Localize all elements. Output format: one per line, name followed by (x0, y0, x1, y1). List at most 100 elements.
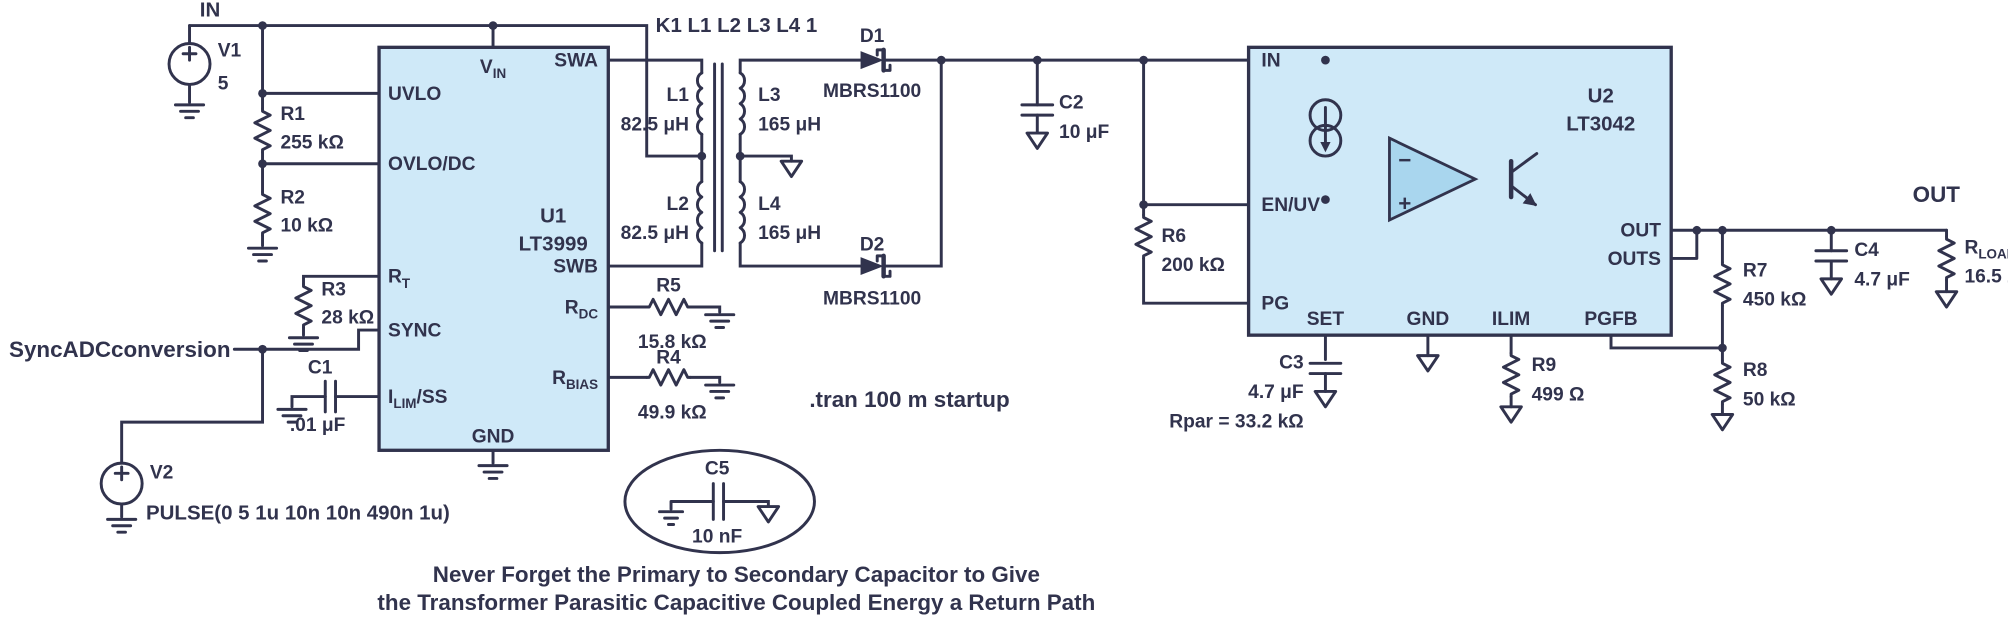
c5-highlight-ellipse (623, 448, 816, 555)
junction-dot (1321, 55, 1330, 65)
c4-ref: C4 (1854, 240, 1879, 261)
r3-ref: R3 (321, 280, 346, 301)
u2-ground-icon (1416, 354, 1440, 373)
c2-ref: C2 (1059, 93, 1084, 114)
c1-ground-icon (276, 407, 308, 424)
secondary-centertap-wire (738, 132, 793, 184)
junction-dot (258, 89, 267, 98)
u1-pin-uvlo: UVLO (388, 84, 441, 105)
r5-wires (606, 305, 722, 314)
c5-ref: C5 (705, 459, 730, 480)
tran-directive: .tran 100 m startup (809, 387, 1009, 412)
c1-wires (290, 395, 381, 409)
c4-value: 4.7 μF (1854, 269, 1910, 290)
r2-ref: R2 (280, 187, 305, 208)
u2-pin-gnd: GND (1407, 309, 1450, 330)
d2-part: MBRS1100 (823, 288, 921, 309)
d2-out-wire (882, 58, 943, 268)
u2-ic: U2 LT3042 IN EN/UV PG SET GND ILIM PGFB … (1246, 45, 1673, 337)
sync-net-label: SyncADCconversion (9, 337, 230, 362)
junction-dot (1032, 55, 1042, 65)
v1-symbol (167, 42, 212, 86)
r1-value: 255 kΩ (280, 132, 343, 153)
r4-wires (606, 375, 722, 384)
r3-ground-icon (287, 336, 320, 352)
junction-dot (1692, 225, 1702, 235)
r6-resistor (1134, 213, 1153, 260)
c3-capacitor (1308, 361, 1343, 376)
c2-capacitor (1020, 103, 1055, 117)
l2-value: 82.5 μH (621, 223, 689, 244)
d2-schottky-hooks (875, 254, 892, 278)
u1-body (377, 45, 610, 452)
r4-ref: R4 (656, 347, 681, 368)
u1-pin-ilim: ILIM/SS (388, 387, 448, 411)
v1-source: V1 5 IN (167, 0, 242, 120)
swa-wire (606, 58, 704, 75)
transformer-core (713, 62, 724, 253)
input-divider: R1 255 kΩ R2 10 kΩ (246, 104, 344, 263)
u1-part: LT3999 (519, 233, 588, 256)
v2-symbol (99, 461, 144, 506)
r5-network: R5 15.8 kΩ (638, 276, 736, 353)
junction-dot (735, 151, 745, 161)
r9-network: R9 499 Ω (1499, 351, 1585, 424)
r1-resistor (253, 107, 272, 154)
r5-resistor (645, 297, 692, 317)
l2-winding (695, 180, 704, 245)
junction-dot (697, 151, 707, 161)
l2-ref: L2 (667, 194, 689, 215)
r2-ground-icon (246, 246, 279, 263)
l1-ref: L1 (667, 85, 690, 106)
r7-resistor (1713, 260, 1732, 308)
r9-ref: R9 (1532, 355, 1557, 376)
u1-ref: U1 (540, 205, 566, 228)
d1-ref: D1 (860, 26, 885, 47)
c3-value: 4.7 μF (1248, 382, 1304, 403)
l3-to-d1-wire (738, 58, 863, 75)
junction-dot (258, 159, 267, 169)
r6-network: R6 200 kΩ (1134, 213, 1225, 276)
l3-value: 165 μH (758, 114, 821, 135)
secondary-ground-icon (779, 159, 804, 179)
sync-wire (232, 328, 381, 351)
u1-ic: U1 LT3999 UVLO OVLO/DC RT SYNC ILIM/SS V… (377, 45, 610, 452)
swb-wire (606, 241, 704, 268)
r5-ground-icon (704, 313, 736, 329)
u2-pin-pgfb: PGFB (1584, 309, 1637, 330)
transistor-emitter-arrow (1522, 193, 1537, 206)
v2-ref: V2 (150, 462, 173, 483)
u2-pin-ilim: ILIM (1492, 309, 1530, 330)
v1-ref: V1 (218, 40, 242, 61)
junction-dot (258, 344, 267, 354)
r9-value: 499 Ω (1532, 384, 1585, 405)
junction-dot (936, 55, 946, 65)
d1-schottky-hooks (875, 48, 892, 72)
c5-wires (669, 499, 770, 511)
r9-resistor (1501, 351, 1521, 399)
r2-value: 10 kΩ (280, 216, 333, 237)
r6-en-pg-wires (1142, 58, 1251, 305)
u1-pin-gnd: GND (472, 427, 515, 448)
d2-diode: D2 MBRS1100 (823, 235, 921, 310)
u1-pin-swb: SWB (553, 256, 598, 277)
l4-to-d2-wire (738, 241, 863, 268)
c2-network: C2 10 μF (1020, 93, 1110, 150)
c5-ground-icon (658, 510, 685, 526)
u1-pin-rt: RT (388, 267, 411, 291)
d1-diode: D1 MBRS1100 (823, 26, 921, 102)
r8-resistor (1713, 359, 1732, 406)
d1-anode-triangle (860, 51, 884, 70)
vin-rail-wire (188, 24, 704, 158)
u2-pin-set: SET (1307, 309, 1345, 330)
d1-part: MBRS1100 (823, 81, 921, 102)
l4-winding (738, 180, 747, 245)
l3-winding (738, 71, 747, 136)
d2-ref: D2 (860, 235, 885, 256)
r5-value: 15.8 kΩ (638, 332, 707, 353)
u2-pin-pg: PG (1261, 294, 1289, 315)
c1-ref: C1 (308, 358, 333, 379)
r6-value: 200 kΩ (1162, 255, 1225, 276)
v1-ground-icon (173, 103, 206, 120)
u1-pin-vin: VIN (480, 57, 506, 81)
